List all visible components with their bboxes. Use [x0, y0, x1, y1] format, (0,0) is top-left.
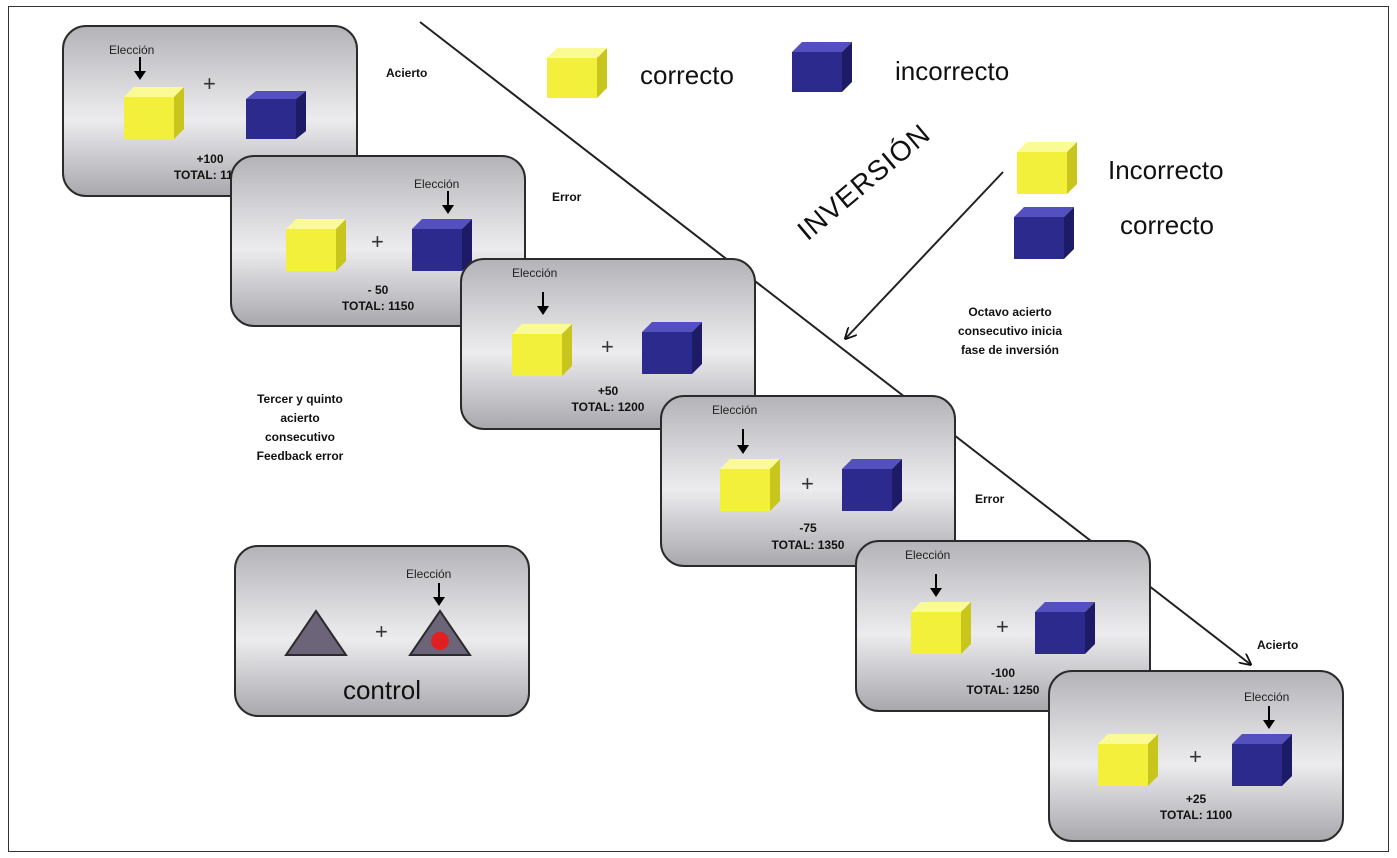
score-delta: +100: [196, 152, 224, 166]
score-delta: +50: [597, 384, 619, 398]
blue-cube-icon: [412, 219, 472, 271]
choice-label: Elección: [406, 567, 452, 581]
blue-cube-icon: [1232, 734, 1292, 786]
choice-label: Elección: [905, 548, 951, 562]
legend2-incorrecto: Incorrecto: [1108, 155, 1224, 185]
score-total: TOTAL: 1100: [1159, 808, 1233, 822]
figure-frame: [8, 6, 1389, 852]
score-total: TOTAL: 1200: [571, 400, 645, 414]
score-delta: - 50: [367, 283, 389, 297]
yellow-cube-icon: [911, 602, 971, 654]
blue-cube-icon: [1035, 602, 1095, 654]
choice-arrow-icon: [930, 574, 942, 597]
outcome-label-6: Acierto: [1257, 638, 1299, 652]
choice-arrow-icon: [442, 191, 454, 214]
note-octavo: Octavo acierto consecutivo inicia fase d…: [957, 305, 1063, 357]
blue-cube-icon: [842, 459, 902, 511]
trial-panel-5: Elección + -100 TOTAL: 1250: [855, 540, 1151, 712]
choice-arrow-icon: [1263, 706, 1275, 729]
fixation-cross: +: [1189, 744, 1202, 769]
choice-arrow-icon: [433, 583, 445, 606]
triangle-with-dot-icon: [408, 609, 472, 656]
choice-label: Elección: [512, 266, 558, 280]
legend-blue-cube-icon: [792, 42, 852, 92]
note-feedback-error: Tercer y quinto acierto consecutivo Feed…: [256, 392, 344, 463]
trial-panel-6: Elección + +25 TOTAL: 1100: [1048, 670, 1344, 842]
legend-yellow-cube-icon: [547, 48, 607, 98]
trial-panel-3: Elección + +50 TOTAL: 1200: [460, 258, 756, 430]
fixation-cross: +: [996, 614, 1009, 639]
triangle-icon: [284, 609, 348, 656]
fixation-cross: +: [203, 71, 216, 96]
choice-label: Elección: [712, 403, 758, 417]
choice-label: Elección: [1244, 690, 1290, 704]
choice-arrow-icon: [537, 292, 549, 315]
legend2-blue-cube-icon: [1014, 207, 1074, 259]
yellow-cube-icon: [720, 459, 780, 511]
score-total: TOTAL: 1150: [341, 299, 415, 313]
score-delta: +25: [1185, 792, 1207, 806]
trial-panel-4: Elección + -75 TOTAL: 1350: [660, 395, 956, 567]
inversion-arrow: [846, 171, 1004, 338]
fixation-cross: +: [601, 334, 614, 359]
choice-label: Elección: [414, 177, 460, 191]
outcome-label-2: Error: [552, 190, 582, 204]
choice-label: Elección: [109, 43, 155, 57]
control-label: control: [342, 675, 422, 705]
outcome-label-1: Acierto: [386, 66, 428, 80]
control-panel: Elección + control: [234, 545, 530, 717]
legend2-correcto: correcto: [1120, 210, 1214, 240]
yellow-cube-icon: [512, 324, 572, 376]
yellow-cube-icon: [286, 219, 346, 271]
score-delta: -100: [990, 666, 1016, 680]
choice-arrow-icon: [134, 57, 146, 80]
fixation-cross: +: [375, 619, 388, 644]
outcome-label-4: Error: [975, 492, 1005, 506]
score-total: TOTAL: 1250: [966, 683, 1040, 697]
blue-cube-icon: [246, 91, 306, 139]
score-delta: -75: [799, 521, 817, 535]
legend-correcto: correcto: [640, 60, 734, 90]
fixation-cross: +: [801, 471, 814, 496]
fixation-cross: +: [371, 229, 384, 254]
legend2-yellow-cube-icon: [1017, 142, 1077, 194]
score-total: TOTAL: 1350: [771, 538, 845, 552]
yellow-cube-icon: [1098, 734, 1158, 786]
legend-incorrecto: incorrecto: [895, 56, 1010, 86]
blue-cube-icon: [642, 322, 702, 374]
choice-arrow-icon: [737, 429, 749, 454]
score-total: TOTAL: 1100: [173, 168, 247, 182]
yellow-cube-icon: [124, 87, 184, 139]
